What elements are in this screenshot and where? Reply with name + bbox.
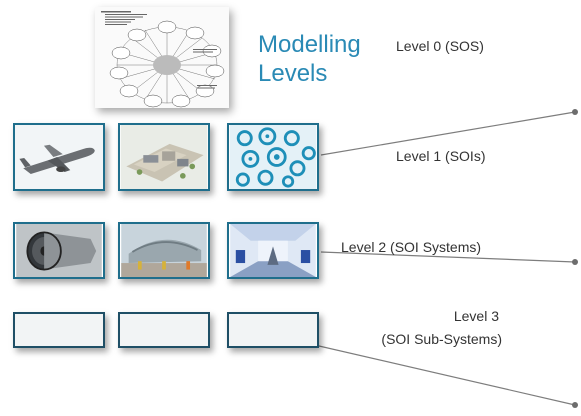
sos-network-diagram bbox=[95, 7, 229, 108]
airport-terminal-image bbox=[118, 123, 210, 191]
connector-level-3-dot bbox=[572, 402, 578, 408]
gears-network-image bbox=[227, 123, 319, 191]
title-line-2: Levels bbox=[258, 60, 328, 87]
level-0-label: Level 0 (SOS) bbox=[396, 38, 484, 54]
level-2-label: Level 2 (SOI Systems) bbox=[341, 239, 482, 255]
level-3-empty-box-2 bbox=[118, 312, 210, 348]
page-title: Modelling Levels bbox=[258, 30, 388, 88]
level-1-label: Level 1 (SOIs) bbox=[396, 148, 486, 164]
level-3-label-line-2: (SOI Sub-Systems) bbox=[381, 331, 502, 347]
connector-level-2 bbox=[320, 251, 576, 263]
airplane-image bbox=[13, 123, 105, 191]
aircraft-cabin-image bbox=[227, 222, 319, 279]
connector-level-1 bbox=[320, 111, 576, 156]
jet-engine-image bbox=[13, 222, 105, 279]
connector-level-1-dot bbox=[572, 109, 578, 115]
level-3-label-line-1: Level 3 bbox=[453, 308, 499, 324]
connector-level-2-dot bbox=[572, 259, 578, 265]
level-3-empty-box-3 bbox=[227, 312, 319, 348]
title-line-1: Modelling bbox=[258, 31, 361, 58]
level-3-empty-box-1 bbox=[13, 312, 105, 348]
connector-level-3 bbox=[292, 339, 576, 406]
level-3-label: Level 3 (SOI Sub-Systems) bbox=[360, 305, 502, 351]
airport-construction-image bbox=[118, 222, 210, 279]
